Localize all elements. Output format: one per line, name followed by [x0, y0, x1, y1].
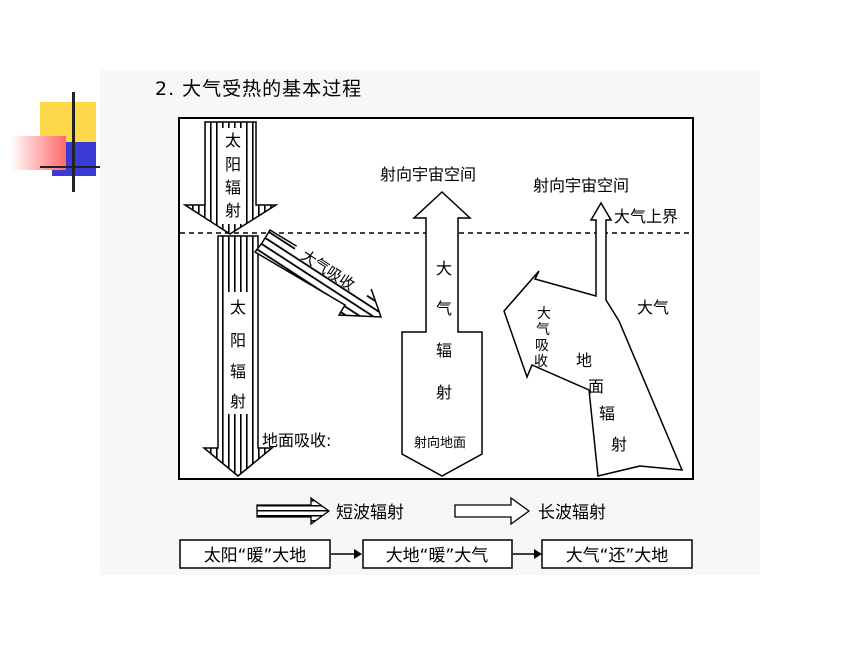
- sun-top-char-4: 射: [225, 201, 241, 220]
- to-space-right-label: 射向宇宙空间: [533, 176, 629, 195]
- atmos-absorb-long-char-2: 气: [536, 322, 550, 338]
- long-wave-legend-icon: [454, 496, 531, 526]
- to-ground-label: 射向地面: [414, 435, 466, 451]
- sun-top-char-3: 辐: [225, 178, 241, 197]
- sun-bottom-char-1: 太: [230, 298, 246, 317]
- ground-rad-char-4: 射: [611, 435, 627, 454]
- ground-rad-char-3: 辐: [599, 404, 615, 423]
- short-wave-legend-label: 短波辐射: [336, 503, 404, 523]
- atmos-absorb-long-char-1: 大: [537, 306, 551, 322]
- atmos-absorb-long-char-3: 吸: [535, 338, 549, 354]
- ground-rad-char-1: 地: [576, 351, 592, 370]
- process-step-2: 大地“暖”大气: [386, 546, 489, 566]
- atmos-rad-char-2: 气: [436, 299, 452, 318]
- ground-radiation-arrow: [503, 201, 684, 477]
- sun-bottom-char-3: 辐: [230, 362, 246, 381]
- sun-top-char-2: 阳: [225, 155, 241, 174]
- short-wave-legend-icon: [256, 496, 331, 526]
- ground-rad-char-2: 面: [588, 377, 604, 396]
- atmos-radiation-arrow: [401, 190, 483, 477]
- process-step-3: 大气“还”大地: [566, 546, 669, 566]
- sun-bottom-char-2: 阳: [230, 331, 246, 350]
- process-step-1: 太阳“暖”大地: [204, 546, 307, 566]
- sun-bottom-char-4: 射: [230, 392, 246, 411]
- ground-absorb-label: 地面吸收:: [262, 431, 331, 450]
- page-title: 2. 大气受热的基本过程: [155, 78, 363, 100]
- long-wave-legend-label: 长波辐射: [538, 503, 606, 523]
- atmosphere-label: 大气: [637, 298, 669, 317]
- process-box-2: [362, 539, 513, 569]
- corner-decoration: [0, 90, 110, 200]
- sun-top-char-1: 太: [225, 131, 241, 150]
- sun-label-bg-top: [222, 128, 244, 224]
- sun-label-bg-bottom: [226, 292, 248, 414]
- atmos-absorb-long-char-4: 收: [534, 354, 548, 370]
- to-space-left-label: 射向宇宙空间: [380, 165, 476, 184]
- atmos-top-boundary-label: 大气上界: [614, 207, 678, 226]
- atmos-rad-char-1: 大: [436, 259, 452, 278]
- atmos-rad-char-3: 辐: [436, 341, 452, 360]
- absorb-label-bg: [293, 234, 377, 298]
- process-box-1: [179, 539, 331, 569]
- atmos-rad-char-4: 射: [436, 383, 452, 402]
